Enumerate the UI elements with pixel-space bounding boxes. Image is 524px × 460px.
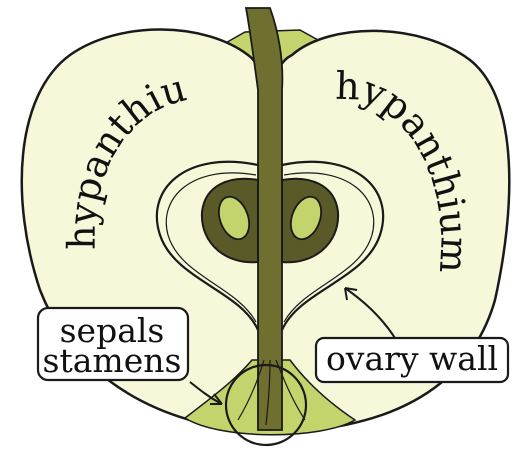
ovary-wall-label: ovary wall bbox=[326, 339, 498, 378]
stamens-label: stamens bbox=[43, 341, 182, 380]
